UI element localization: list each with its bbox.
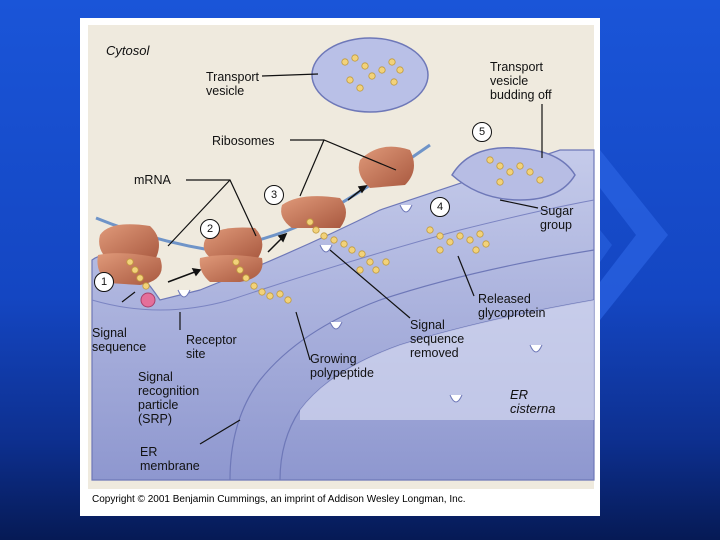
sugar-group-label: Sugar group <box>540 204 573 232</box>
copyright-text: Copyright © 2001 Benjamin Cummings, an i… <box>92 494 592 505</box>
transport-vesicle-budding-label: Transport vesicle budding off <box>490 60 552 102</box>
ribosomes-label: Ribosomes <box>212 134 275 148</box>
er-membrane-label: ER membrane <box>140 445 200 473</box>
er-cisterna-label: ER cisterna <box>510 388 556 416</box>
growing-polypeptide-label: Growing polypeptide <box>310 352 374 380</box>
step-4-marker: 4 <box>430 197 450 217</box>
receptor-site-label: Receptor site <box>186 333 237 361</box>
step-2-marker: 2 <box>200 219 220 239</box>
signal-sequence-label: Signal sequence <box>92 326 146 354</box>
signal-sequence-removed-label: Signal sequence removed <box>410 318 464 360</box>
step-5-marker: 5 <box>472 122 492 142</box>
released-glycoprotein-label: Released glycoprotein <box>478 292 545 320</box>
srp-particle <box>141 293 155 307</box>
mrna-label: mRNA <box>134 173 171 187</box>
cytosol-label: Cytosol <box>106 44 149 58</box>
transport-vesicle-label: Transport vesicle <box>206 70 259 98</box>
srp-label: Signal recognition particle (SRP) <box>138 370 199 426</box>
step-1-marker: 1 <box>94 272 114 292</box>
step-3-marker: 3 <box>264 185 284 205</box>
